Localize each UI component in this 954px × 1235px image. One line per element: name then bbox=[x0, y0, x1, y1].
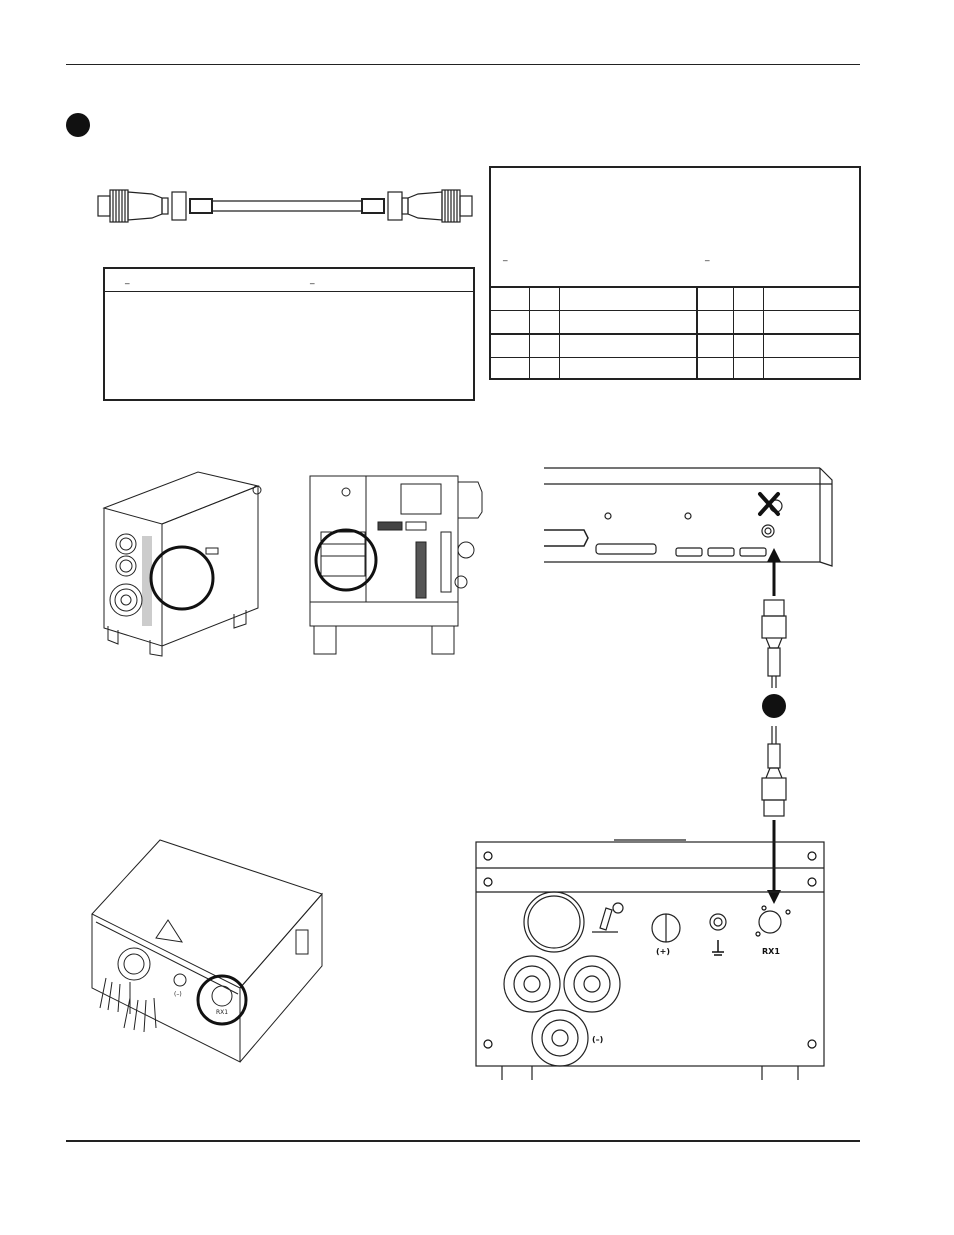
right-table: _ _ bbox=[489, 166, 861, 380]
left-table-header-dash-2: _ bbox=[310, 275, 315, 285]
highlight-circle bbox=[196, 974, 248, 1026]
highlight-circle bbox=[149, 545, 215, 611]
cable-illustration bbox=[97, 189, 473, 223]
left-table-header-dash-1: _ bbox=[125, 275, 130, 285]
right-table-row-divider bbox=[491, 357, 859, 358]
rx1-small-label: RX1 bbox=[216, 1009, 228, 1016]
arrow-down-icon bbox=[767, 820, 781, 904]
negative-label: (–) bbox=[592, 1035, 603, 1044]
power-supply-rear-illustration bbox=[102, 471, 262, 657]
ground-icon bbox=[712, 940, 724, 956]
connection-cable-illustration bbox=[761, 548, 787, 904]
positive-label: (+) bbox=[656, 947, 670, 956]
highlight-circle bbox=[314, 528, 378, 592]
arrow-up-icon bbox=[767, 548, 781, 596]
callout-dot-icon bbox=[762, 694, 786, 718]
right-table-header-dash-1: _ bbox=[503, 252, 508, 262]
right-table-row-divider bbox=[491, 333, 859, 335]
right-table-col-divider bbox=[763, 286, 764, 380]
right-table-header-divider bbox=[491, 286, 859, 288]
right-table-row-divider bbox=[491, 310, 859, 311]
right-table-col-divider bbox=[696, 286, 698, 380]
front-panel-illustration: (+) RX1 (–) bbox=[475, 839, 825, 1080]
neg-small-label: (–) bbox=[174, 991, 182, 998]
x-mark-icon bbox=[758, 492, 780, 516]
right-table-col-divider bbox=[733, 286, 734, 380]
power-supply-interior-illustration bbox=[309, 475, 483, 655]
right-table-header-dash-2: _ bbox=[705, 252, 710, 262]
right-table-col-divider bbox=[529, 286, 530, 380]
callout-dot-icon bbox=[66, 113, 90, 137]
left-table-header-divider bbox=[105, 291, 473, 292]
plasma-unit-illustration: RX1 (–) bbox=[91, 839, 323, 1063]
left-table: _ _ bbox=[103, 267, 475, 401]
footer-rule bbox=[66, 1140, 860, 1142]
header-rule bbox=[66, 64, 860, 65]
right-table-col-divider bbox=[559, 286, 560, 380]
rx1-label: RX1 bbox=[762, 947, 780, 956]
